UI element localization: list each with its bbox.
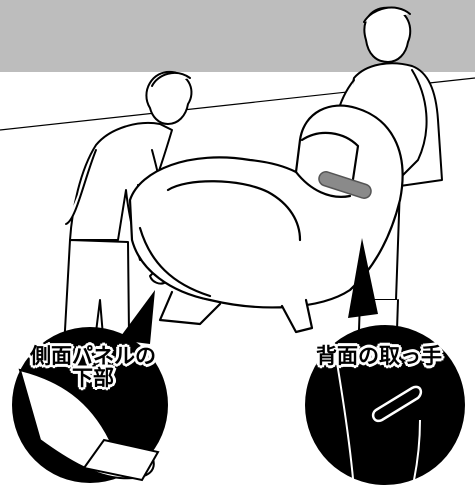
callout-label-side-panel: 側面パネルの 下部 — [18, 345, 168, 389]
callout-label-rear-handle: 背面の取っ手 — [294, 345, 464, 367]
callout-label-rear-handle-line1: 背面の取っ手 — [294, 345, 464, 367]
callout-label-side-panel-line2: 下部 — [18, 367, 168, 389]
callout-label-side-panel-line1: 側面パネルの — [18, 345, 168, 367]
